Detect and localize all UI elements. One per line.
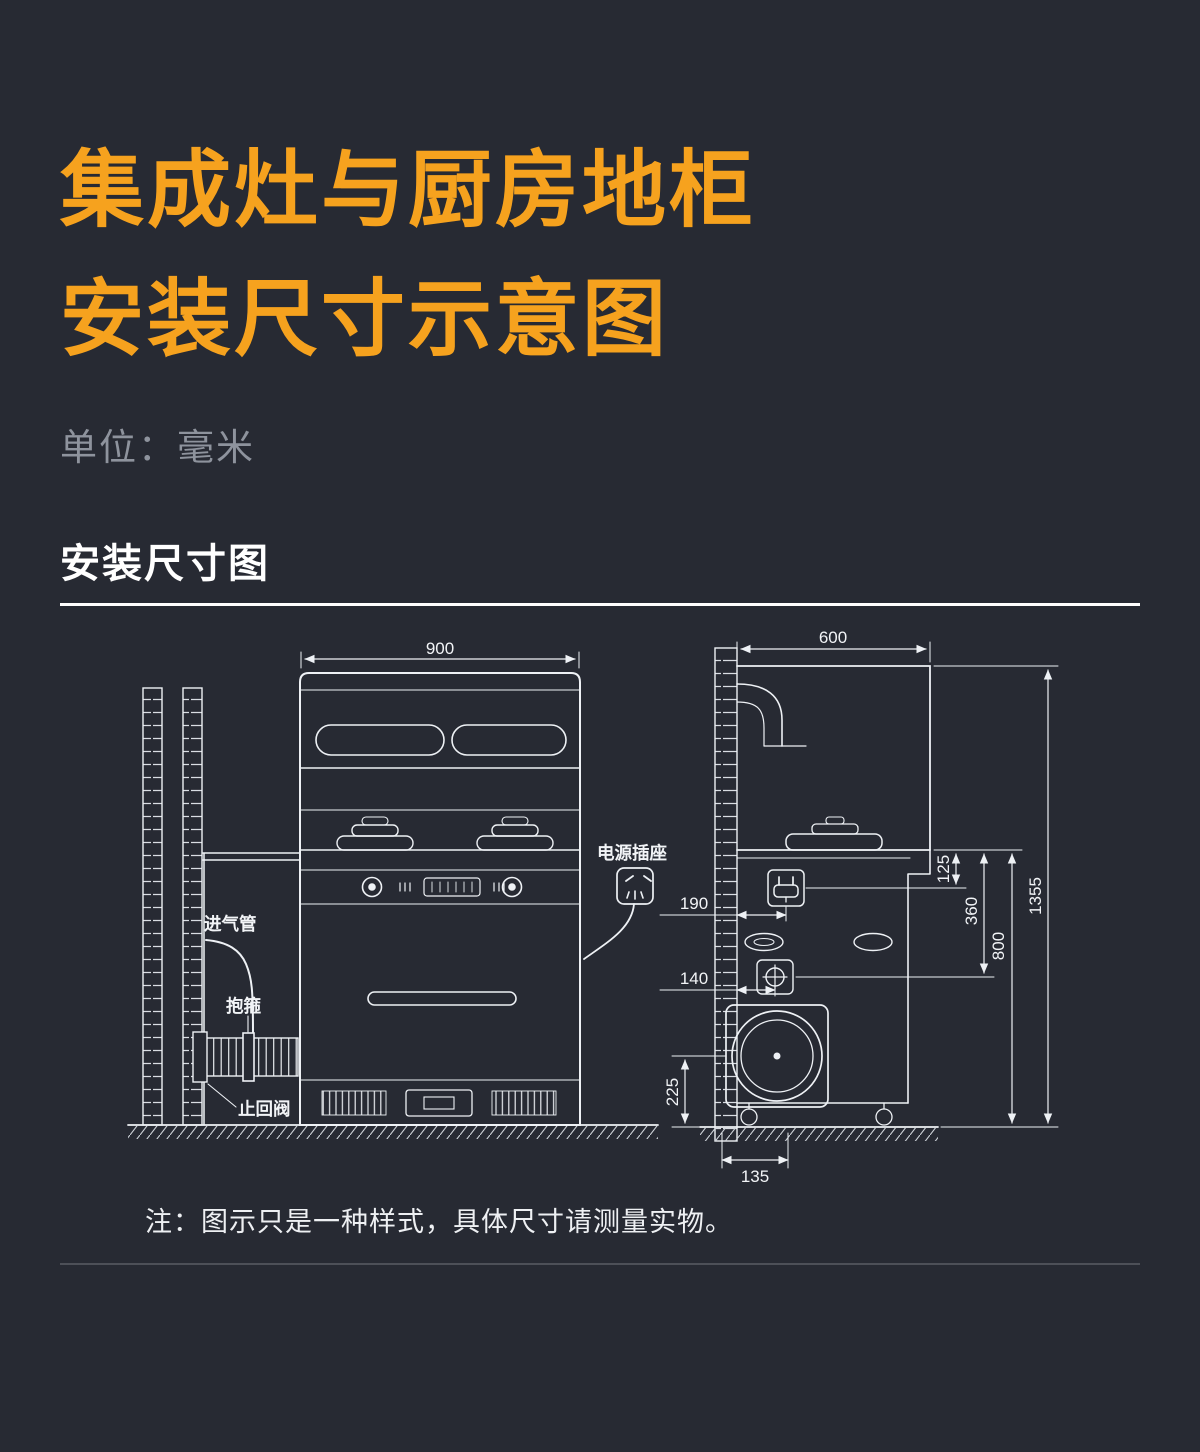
corrugated-duct [192, 1031, 299, 1083]
dim-text-1355: 1355 [1026, 877, 1045, 915]
dim-front-width [300, 651, 580, 669]
floor-side [699, 1126, 939, 1142]
burner-left [336, 816, 414, 851]
dim-text-140: 140 [680, 969, 708, 988]
cutout-left [744, 932, 784, 952]
control-display [399, 877, 505, 897]
unit-profile [725, 665, 931, 1126]
hood-vent-slot-right [451, 724, 567, 756]
socket-side [767, 869, 805, 907]
power-cord [583, 903, 635, 960]
burner-right [476, 816, 554, 851]
dim-text-125: 125 [934, 855, 953, 883]
label-air-inlet-pipe: 进气管 [204, 914, 257, 934]
installation-diagram-svg: 电源插座 进气管 抱箍 止回阀 900 [127, 628, 1059, 1186]
dim-text-225: 225 [663, 1078, 682, 1106]
air-inlet-pipe-line [205, 939, 254, 1036]
page: 集成灶与厨房地柜 安装尺寸示意图 单位：毫米 安装尺寸图 [0, 126, 1200, 1266]
unit-label: 单位：毫米 [60, 427, 255, 469]
dim-text-360: 360 [962, 897, 981, 925]
hood-duct-elbow [736, 683, 783, 747]
dim-text-135: 135 [741, 1167, 769, 1186]
vent-right [491, 1090, 557, 1116]
page-title: 集成灶与厨房地柜 安装尺寸示意图 [60, 126, 1140, 383]
wall-section-front [142, 687, 203, 1126]
dim-text-190: 190 [680, 894, 708, 913]
footnote: 注：图示只是一种样式，具体尺寸请测量实物。 [145, 1207, 733, 1238]
dim-text-900: 900 [426, 639, 454, 658]
page-title-line1: 集成灶与厨房地柜 [60, 143, 757, 237]
page-title-line2: 安装尺寸示意图 [60, 271, 670, 366]
section-rule [60, 603, 1140, 607]
casters [740, 1102, 893, 1126]
stove-front [299, 672, 581, 1127]
installation-diagram: 电源插座 进气管 抱箍 止回阀 900 [0, 628, 1200, 1200]
clamp-band [242, 1032, 255, 1082]
floor-front [127, 1124, 659, 1140]
section-heading: 安装尺寸图 [60, 542, 270, 587]
vent-center [405, 1089, 473, 1117]
check-valve-body [192, 1031, 208, 1083]
bottom-divider [60, 1263, 1140, 1266]
front-view: 电源插座 进气管 抱箍 止回阀 900 [127, 639, 667, 1140]
side-view: 600 1355 800 360 125 190 140 225 135 [659, 628, 1059, 1186]
power-socket [583, 867, 654, 960]
dim-text-800: 800 [989, 932, 1008, 960]
vent-left [321, 1090, 387, 1116]
side-dimension-lines [659, 641, 1059, 1169]
check-valve-leader [207, 1083, 237, 1108]
dim-text-600: 600 [819, 628, 847, 647]
cooktop-profile [785, 816, 883, 851]
label-check-valve: 止回阀 [238, 1099, 291, 1119]
fan-outlet [725, 1004, 829, 1108]
drawer-handle [367, 991, 517, 1006]
control-knob-left [361, 876, 383, 898]
control-knob-right [501, 876, 523, 898]
cutout-right [853, 932, 893, 952]
label-power-socket: 电源插座 [597, 843, 667, 863]
hood-vent-slot-left [315, 724, 445, 756]
label-clamp: 抱箍 [226, 996, 261, 1016]
